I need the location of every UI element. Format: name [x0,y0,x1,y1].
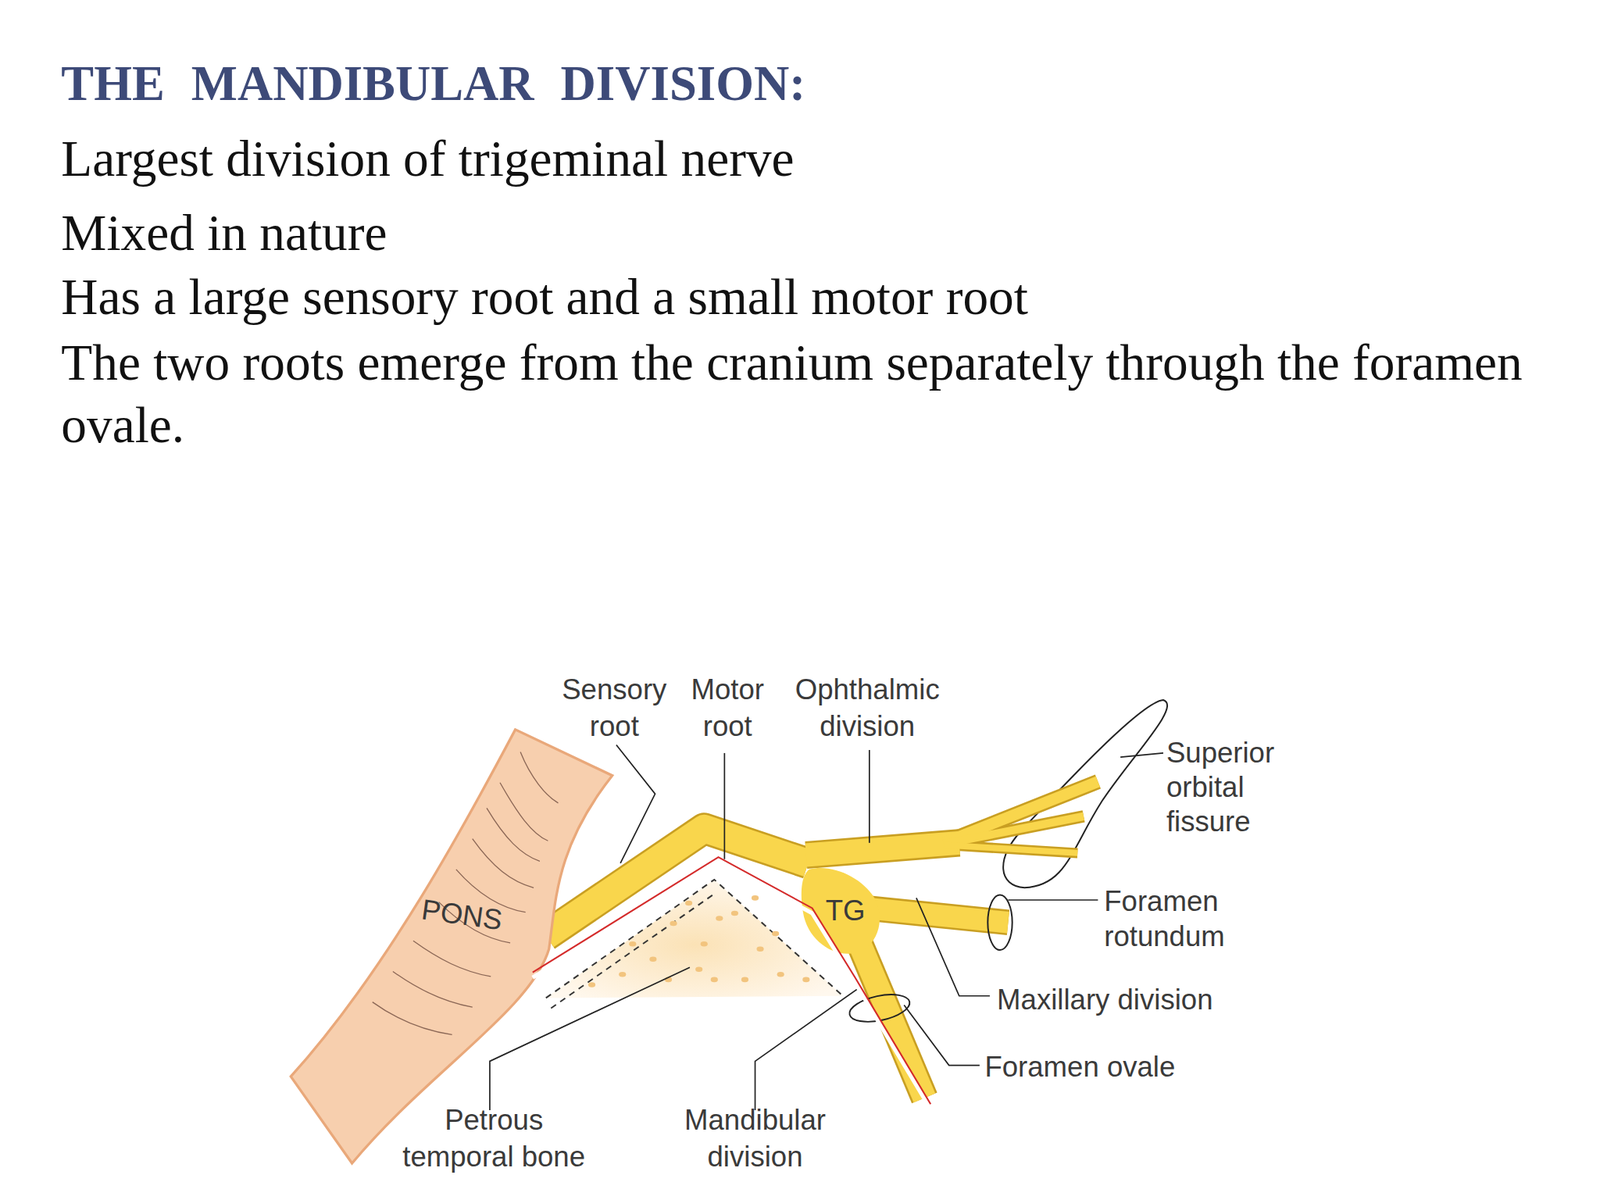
illustration-part [806,842,960,856]
pons-striation [413,940,491,977]
illustration-part [868,750,871,843]
nerve-fill [546,781,1099,1098]
pons-striation [486,807,540,861]
ganglion-outline [801,867,880,954]
illustration-part [546,828,809,936]
illustration-part [1120,753,1164,758]
bone-speckle [695,967,703,973]
pons-striation [372,1002,453,1036]
pons-striation [392,971,473,1008]
motor-root-gap [532,862,931,1110]
body-text: Mixed in nature [60,202,1582,265]
pons-striation [500,782,548,841]
illustration-part [723,753,725,860]
bone-speckle [777,971,785,978]
nerve-outline [546,781,1099,1098]
slide-title: THE MANDIBULAR DIVISION: [60,59,806,109]
bone-speckle [628,941,636,947]
body-text: Has a large sensory root and a small mot… [60,266,1582,329]
node-outline [290,726,618,1168]
illustration-part [546,828,809,936]
body-text: The two roots emerge from the cranium se… [60,331,1582,456]
part-label: Superior orbital fissure [1166,735,1300,840]
illustration-part [916,897,990,996]
illustration-part [755,987,860,1111]
pons-shape: PONS [290,726,618,1168]
pons-outline [290,729,612,1164]
part-label: Mandibular division [668,1102,843,1176]
ganglion-shape: TG [800,867,887,955]
bone-speckle [751,895,759,901]
bone-speckle [669,921,677,927]
illustration-part [943,844,1078,853]
part-label: Foramen rotundum [1103,884,1247,954]
node-label: TG [825,893,866,929]
bone-speckle [802,977,810,983]
bone-speckle [700,941,708,947]
pons-striation [520,752,558,804]
motor-root-line [532,857,931,1104]
bone-speckle [756,946,764,952]
illustration-part [943,781,1098,843]
body-text: Largest division of trigeminal nerve [60,127,1582,190]
bone-speckle [618,971,626,978]
bone-speckle [588,982,596,988]
part-label: Motor root [676,671,779,745]
bone-speckle [649,956,657,962]
illustration-part [616,744,656,864]
part-label: Petrous temporal bone [386,1102,601,1176]
illustration-part [903,1005,980,1066]
part-label: Maxillary division [996,981,1213,1018]
illustration-part [1007,899,1098,901]
bone-speckle [731,910,739,917]
illustration-part [806,842,960,856]
part-label: Foramen ovale [984,1049,1175,1086]
pons-striation [472,839,534,889]
part-label: Sensory root [547,671,681,745]
part-label: Ophthalmic division [780,671,954,745]
bone-speckle [741,977,749,983]
bone-speckle [715,915,723,922]
illustration-part [943,844,1078,853]
bone-speckle [710,977,718,983]
foramen-ovale-ring [846,989,912,1027]
bone-speckle [771,931,779,937]
foramen-rotundum-ring [987,894,1012,950]
illustration-part [943,816,1084,844]
bone-speckle [685,900,693,907]
